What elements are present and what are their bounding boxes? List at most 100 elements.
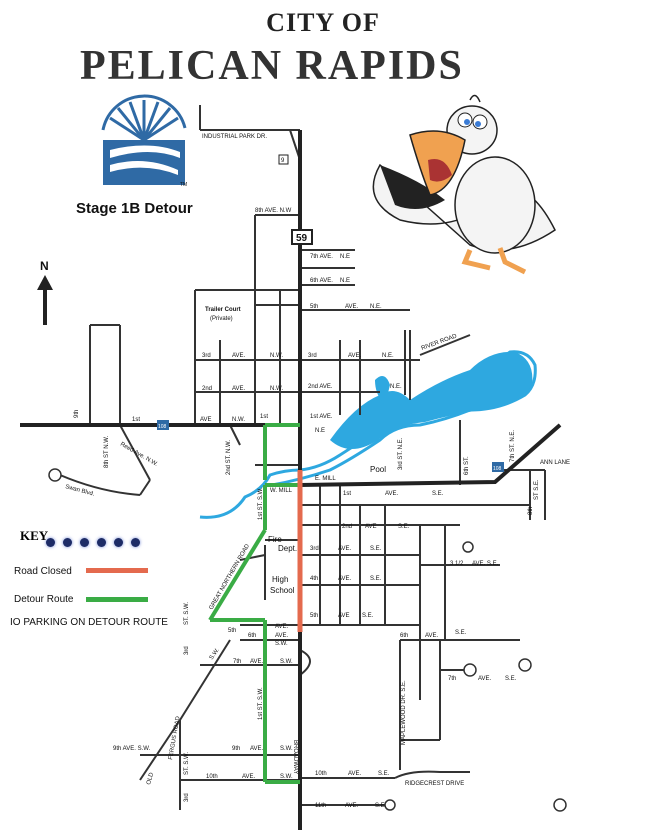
- label-3rd-bottom: 3rd: [184, 793, 190, 802]
- label-8th: 8th: [528, 507, 534, 515]
- label-great-northern: GREAT NORTHERN ROAD: [209, 543, 252, 611]
- label-6th-w: 6th: [248, 633, 256, 639]
- label-3-half: 3 1/2: [450, 561, 464, 567]
- label-ave-se3: AVE.: [338, 546, 352, 552]
- label-ave-se10: AVE.: [348, 771, 362, 777]
- label-6th-ave: 6th AVE.: [310, 278, 333, 284]
- label-st-sw-l: ST. S.W.: [184, 602, 190, 625]
- label-se5: S.E.: [362, 613, 374, 619]
- label-5th: 5th: [310, 304, 318, 310]
- city-logo-icon: TM: [101, 94, 187, 188]
- label-3rd-l: 3rd: [184, 646, 190, 655]
- label-3rd-eave: AVE.: [348, 353, 362, 359]
- north-arrow-icon: N: [37, 259, 53, 325]
- label-ann-lane: ANN LANE: [540, 460, 570, 466]
- label-6th-st: 6th ST.: [464, 456, 470, 475]
- title-city-of: CITY OF: [266, 8, 380, 37]
- label-10th-w: 10th: [206, 774, 218, 780]
- label-1st-se: 1st: [343, 491, 351, 497]
- label-6th-ne: N.E: [340, 278, 350, 284]
- label-2nd-e: 2nd AVE.: [308, 384, 333, 390]
- label-se3: S.E.: [370, 546, 382, 552]
- lake-area: [330, 351, 533, 449]
- label-2nd-se: 2nd: [342, 524, 352, 530]
- label-7th-ave: 7th AVE.: [310, 254, 333, 260]
- label-1st-st-sw: 1st ST. S.W.: [258, 487, 264, 520]
- key-detour-label: Detour Route: [14, 594, 74, 605]
- label-2nd-w: 2nd: [202, 386, 212, 392]
- label-trailer-private: (Private): [210, 316, 233, 322]
- label-e-mill: E. MILL: [315, 476, 336, 482]
- label-se7: S.E.: [505, 676, 517, 682]
- label-8th-ave-nw: 8th AVE. N.W: [255, 208, 292, 214]
- label-7th-sw: 7th: [233, 659, 241, 665]
- stage-label: Stage 1B Detour: [76, 200, 193, 217]
- label-ave-se5: AVE: [338, 613, 350, 619]
- label-se10: S.E.: [378, 771, 390, 777]
- label-ave-sw9: AVE.: [250, 746, 264, 752]
- hwy-108-shield-east: 108: [492, 462, 504, 472]
- hwy-9-label: 9: [281, 158, 285, 164]
- label-7th-ne: N.E: [340, 254, 350, 260]
- label-2nd-nw: N.W.: [270, 386, 283, 392]
- label-7th-st-ne: 7th ST. N.E.: [510, 430, 516, 462]
- label-9th: 9th: [74, 410, 80, 418]
- key-road-closed-label: Road Closed: [14, 566, 72, 577]
- hwy-108-label-w: 108: [158, 424, 167, 430]
- label-fire: Fire: [268, 535, 282, 544]
- label-reed-ave: Reed Ave. N.W.: [119, 442, 159, 468]
- label-ave-se7: AVE.: [478, 676, 492, 682]
- north-label: N: [40, 259, 49, 273]
- label-ave-se2: AVE: [365, 524, 377, 530]
- hwy-59-shield: 59: [291, 229, 313, 245]
- label-st-sw-old: ST. S.W.: [184, 752, 190, 775]
- label-8th-st-nw: 8th ST N.W.: [104, 435, 110, 468]
- title-city-name: PELICAN RAPIDS: [80, 43, 464, 89]
- label-9th-b: 9th: [232, 746, 240, 752]
- label-sw10: S.W.: [280, 774, 293, 780]
- label-3rd-w: 3rd: [202, 353, 211, 359]
- label-3rd-ne: N.E.: [382, 353, 394, 359]
- label-11th: 11th: [315, 803, 326, 809]
- detour-route: [208, 423, 300, 784]
- label-trailer-court: Trailer Court: [205, 307, 241, 313]
- label-2nd-st-nw: 2nd ST. N.W.: [226, 440, 232, 475]
- label-2nd-ne: N.E.: [390, 384, 402, 390]
- highway-108-east: [299, 423, 562, 487]
- label-ave-sw5: AVE.: [275, 624, 289, 630]
- key-detour-swatch: [86, 597, 148, 602]
- label-ave-sw7: AVE.: [250, 659, 264, 665]
- label-6th-e: 6th: [400, 633, 408, 639]
- label-7th-e: 7th: [448, 676, 456, 682]
- label-4th: 4th: [310, 576, 318, 582]
- label-se11: S.E.: [375, 803, 387, 809]
- label-1st-st: 1st: [260, 414, 268, 420]
- label-ave-se1: AVE.: [385, 491, 399, 497]
- label-1st-nw: N.W.: [232, 417, 245, 423]
- label-ave-se6: AVE.: [425, 633, 439, 639]
- parking-note: IO PARKING ON DETOUR ROUTE: [10, 617, 168, 628]
- label-3rd-nw: N.W.: [270, 353, 283, 359]
- label-sw6: S.W.: [275, 641, 288, 647]
- label-ave-se35: AVE. S.E.: [472, 561, 499, 567]
- label-ave-sw10: AVE.: [242, 774, 256, 780]
- svg-text:TM: TM: [180, 182, 187, 188]
- label-5th-sw: 5th: [228, 628, 236, 634]
- hwy-108-label-e: 108: [493, 466, 502, 472]
- label-se1: S.E.: [432, 491, 444, 497]
- label-ne-mid: N.E: [315, 428, 325, 434]
- pelican-mascot-icon: [372, 94, 556, 275]
- label-sw7: S.W.: [280, 659, 293, 665]
- label-3rd-ave: AVE.: [232, 353, 246, 359]
- label-3rd-ave-se: 3rd: [310, 546, 319, 552]
- label-se6: S.E.: [455, 630, 467, 636]
- label-school: School: [270, 586, 295, 595]
- key-dots: [46, 534, 148, 552]
- label-10th-e: 10th: [315, 771, 327, 777]
- label-1st-ave: AVE: [200, 417, 212, 423]
- label-w-mill: W. MILL: [270, 488, 293, 494]
- label-ave-se11: AVE.: [345, 803, 359, 809]
- label-5th-ne: N.E.: [370, 304, 382, 310]
- label-1st-st-sw2: 1st ST. S.W.: [258, 687, 264, 720]
